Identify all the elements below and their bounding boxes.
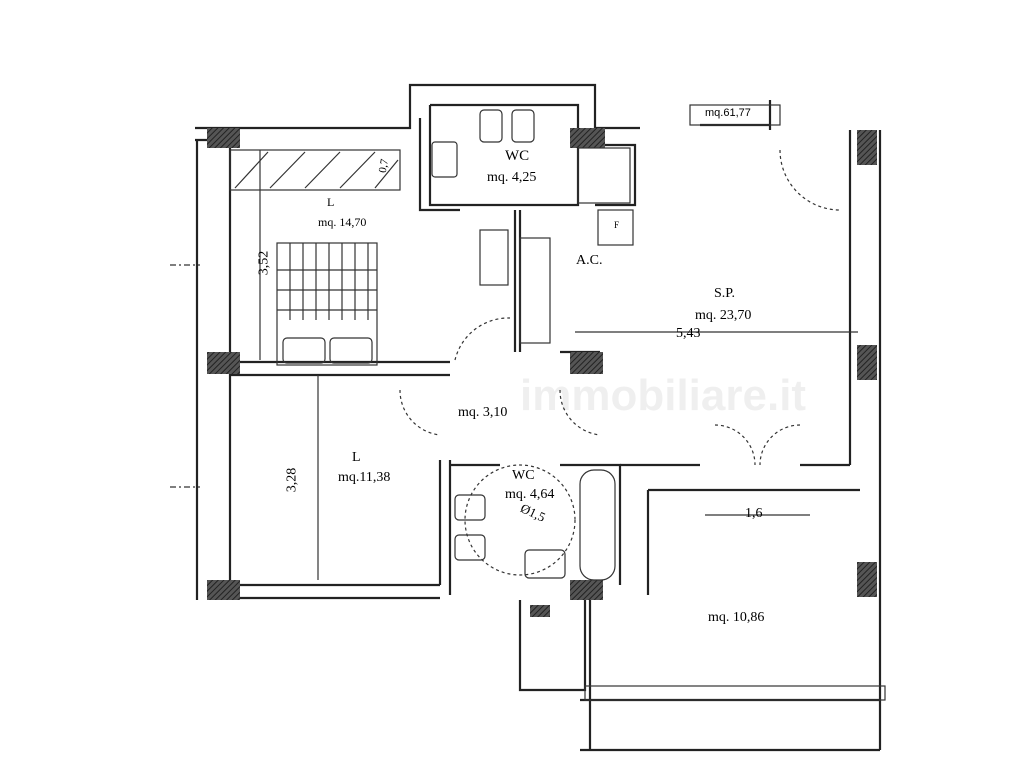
wc1-name: WC <box>505 148 530 164</box>
watermark: immobiliare.it <box>520 371 806 420</box>
doors <box>399 149 841 466</box>
living-area: mq. 23,70 <box>695 308 752 323</box>
pillars <box>207 128 877 617</box>
furniture <box>229 104 781 581</box>
dimension-lines <box>170 150 858 580</box>
wc2-name: WC <box>512 468 535 483</box>
dim-terrace-door: 1,6 <box>745 506 763 521</box>
wc1-area: mq. 4,25 <box>487 170 537 185</box>
total-area: mq.61,77 <box>705 107 751 119</box>
table <box>479 229 509 286</box>
shower <box>577 147 631 204</box>
bed <box>276 242 378 366</box>
dim-bedroom2: 3,28 <box>284 467 300 493</box>
bedroom1-area: mq. 14,70 <box>318 215 367 229</box>
room3-area: mq. 10,86 <box>708 610 765 625</box>
fridge-label: F <box>614 220 620 230</box>
bedroom2-area: mq.11,38 <box>338 470 391 485</box>
dim-wardrobe: 0,7 <box>376 158 391 174</box>
fridge <box>597 209 634 246</box>
wardrobe <box>229 149 401 191</box>
hall-area: mq. 3,10 <box>458 405 508 420</box>
kitchen-label: A.C. <box>576 253 603 268</box>
wc2-area: mq. 4,64 <box>505 487 555 502</box>
bedroom2-name: L <box>352 450 361 465</box>
area-box <box>689 104 781 126</box>
bedroom1-name: L <box>327 195 335 209</box>
kitchen-counter <box>519 237 551 344</box>
living-name: S.P. <box>714 286 736 301</box>
dim-bedroom1: 3,52 <box>256 250 272 276</box>
turning-circle <box>464 464 576 576</box>
dim-living: 5,43 <box>676 326 701 341</box>
bathtub <box>579 469 616 581</box>
